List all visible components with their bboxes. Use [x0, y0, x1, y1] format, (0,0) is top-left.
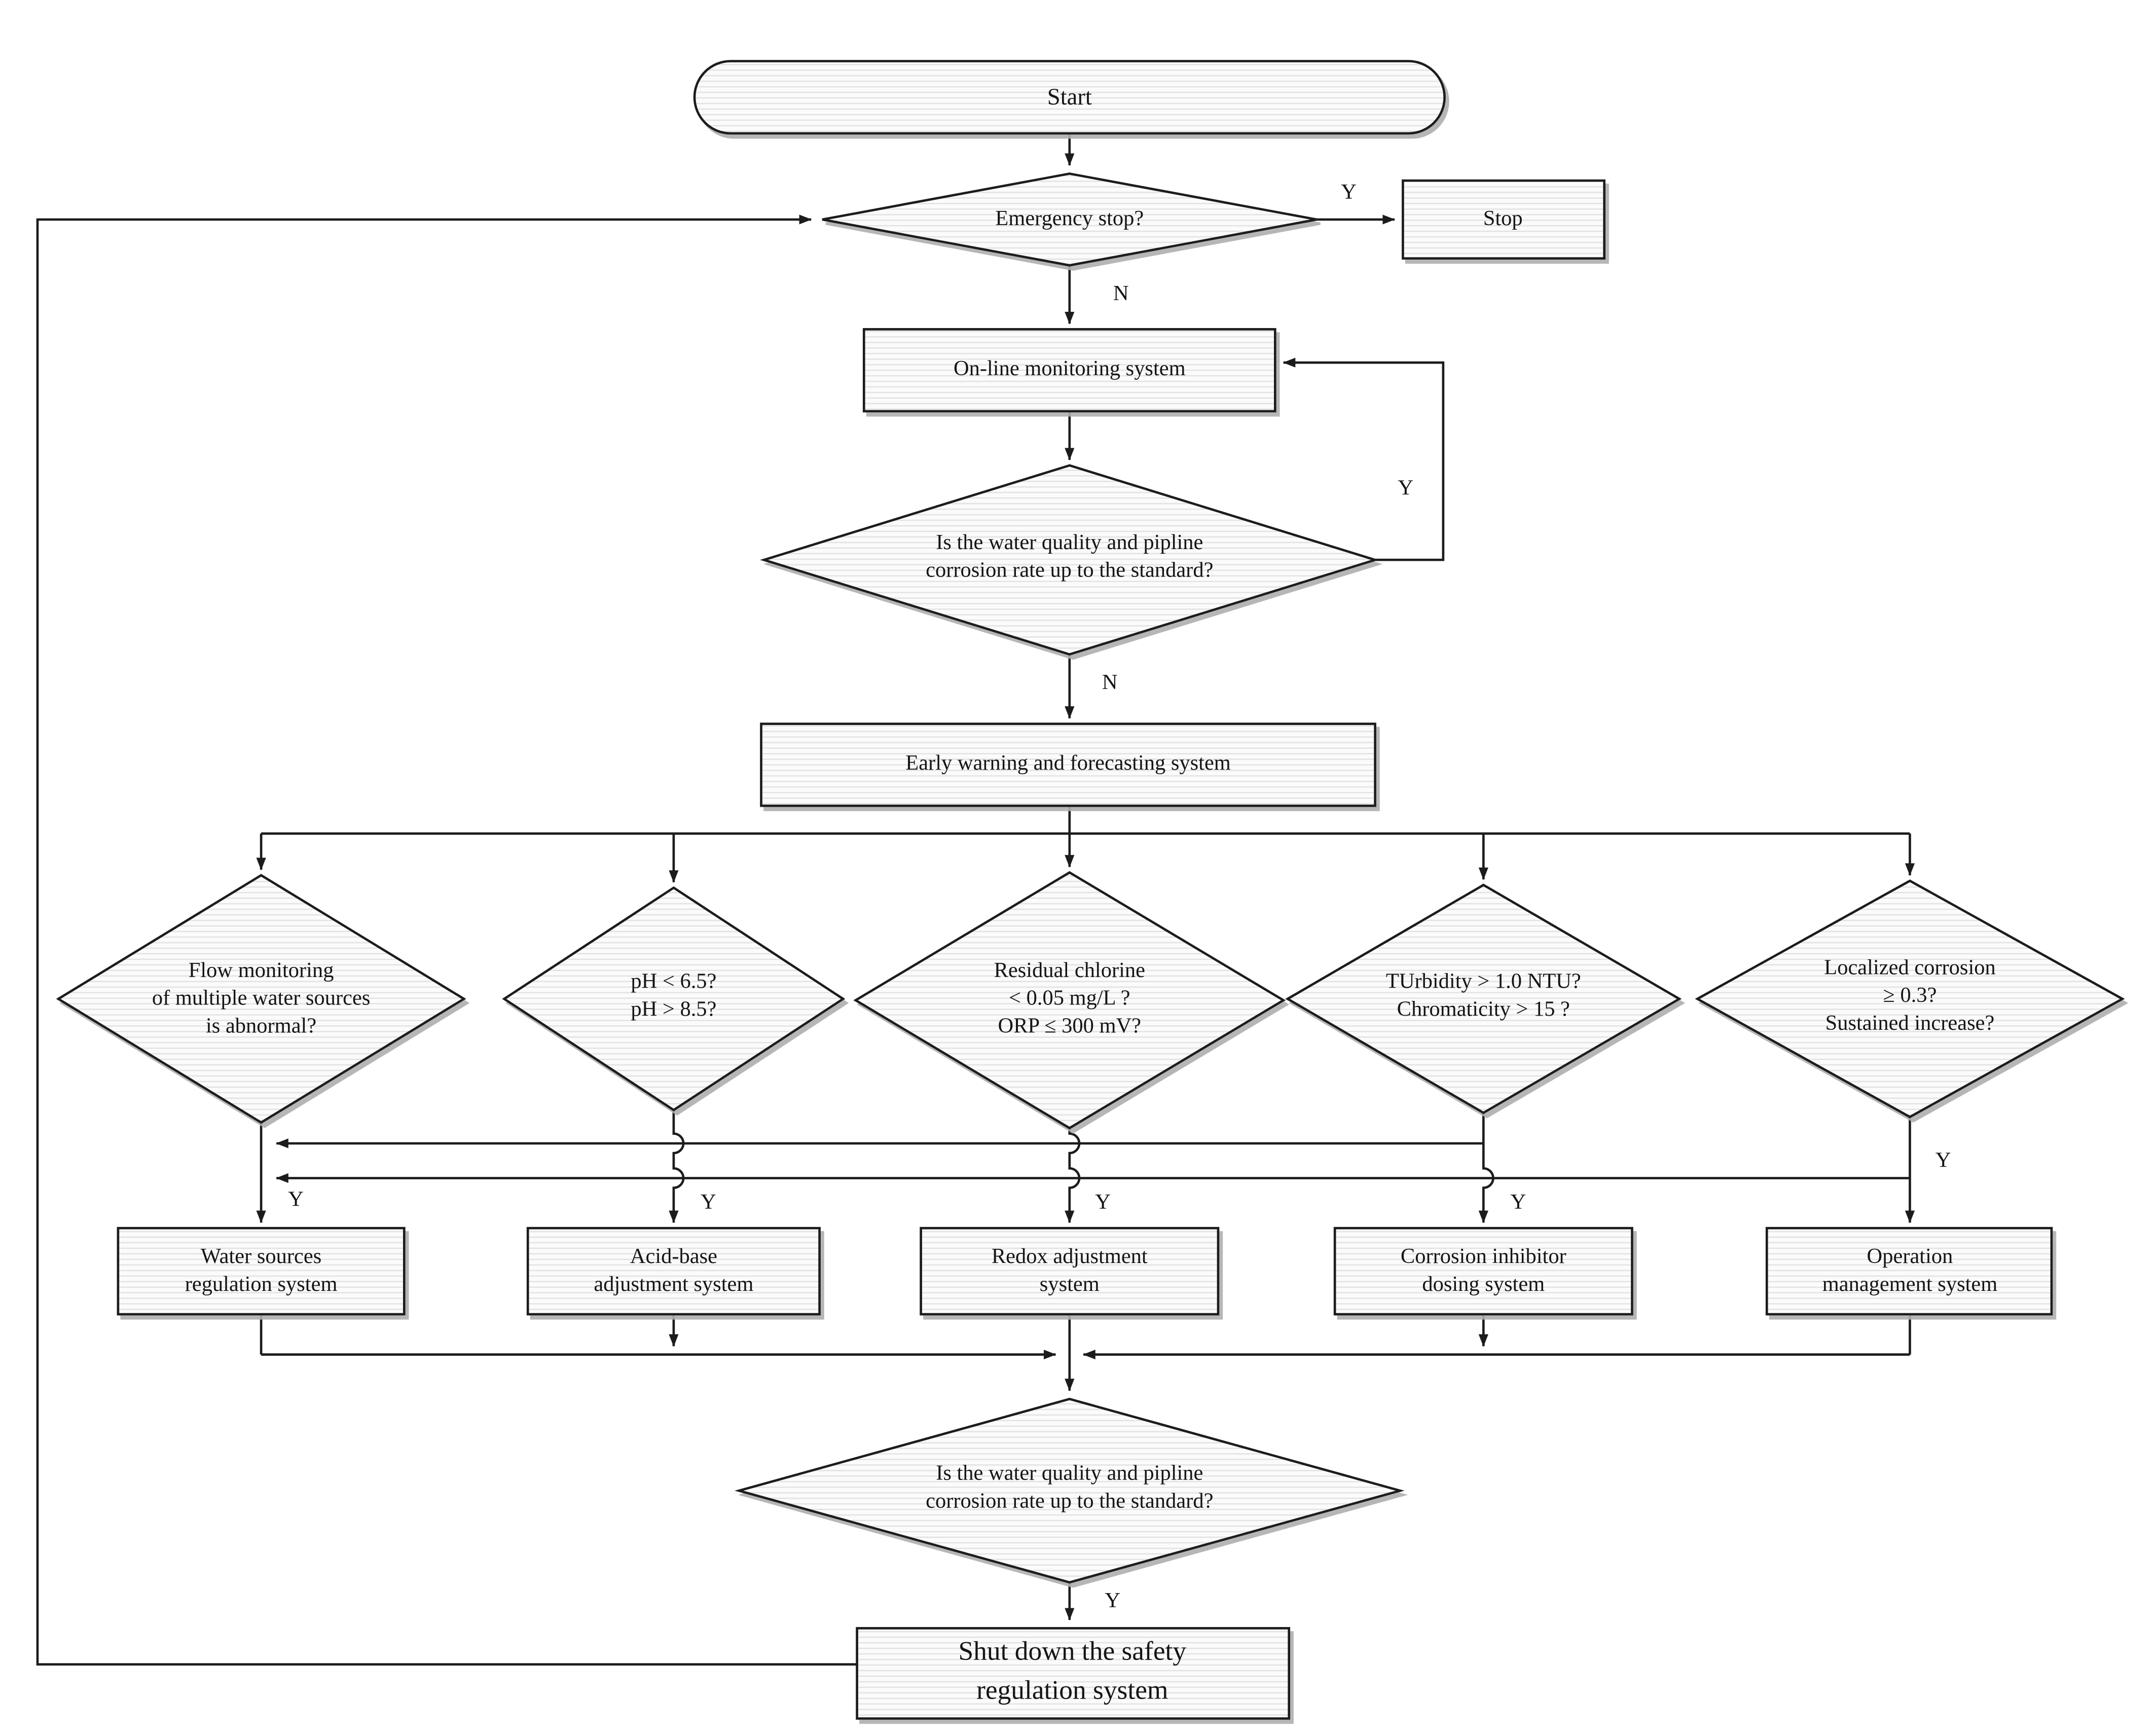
water-sources-box-shape — [117, 1227, 406, 1316]
inhibitor-box-shape — [1333, 1227, 1633, 1316]
operation-box-shape — [1765, 1227, 2053, 1316]
acid-base-box-shape — [526, 1227, 821, 1316]
edge-shutdown-loop-to-emergency — [36, 214, 857, 1666]
edge-turbidity-yes-to-inhibitor-box — [1478, 1112, 1494, 1223]
ph-decision-shape — [502, 886, 846, 1112]
emergency-decision-shape — [822, 172, 1317, 267]
early-warning-shape — [760, 723, 1376, 807]
check1-decision-shape — [760, 464, 1379, 656]
edge-check1-yes-loop-to-online — [1283, 357, 1445, 561]
flow-decision-shape — [56, 874, 466, 1124]
shutdown-box-shape — [856, 1627, 1291, 1720]
edge-chlorine-yes-to-redox-box — [1065, 1128, 1081, 1223]
chlorine-decision-shape — [853, 871, 1286, 1130]
start-node-shape — [693, 60, 1446, 135]
check2-decision-shape — [734, 1397, 1405, 1584]
stop-node-shape — [1402, 179, 1606, 260]
redox-box-shape — [920, 1227, 1220, 1316]
online-monitoring-shape — [862, 328, 1276, 413]
turbidity-decision-shape — [1285, 883, 1682, 1114]
corrosion-decision-shape — [1695, 879, 2125, 1119]
edge-ph-yes-to-acid-box — [669, 1110, 685, 1223]
